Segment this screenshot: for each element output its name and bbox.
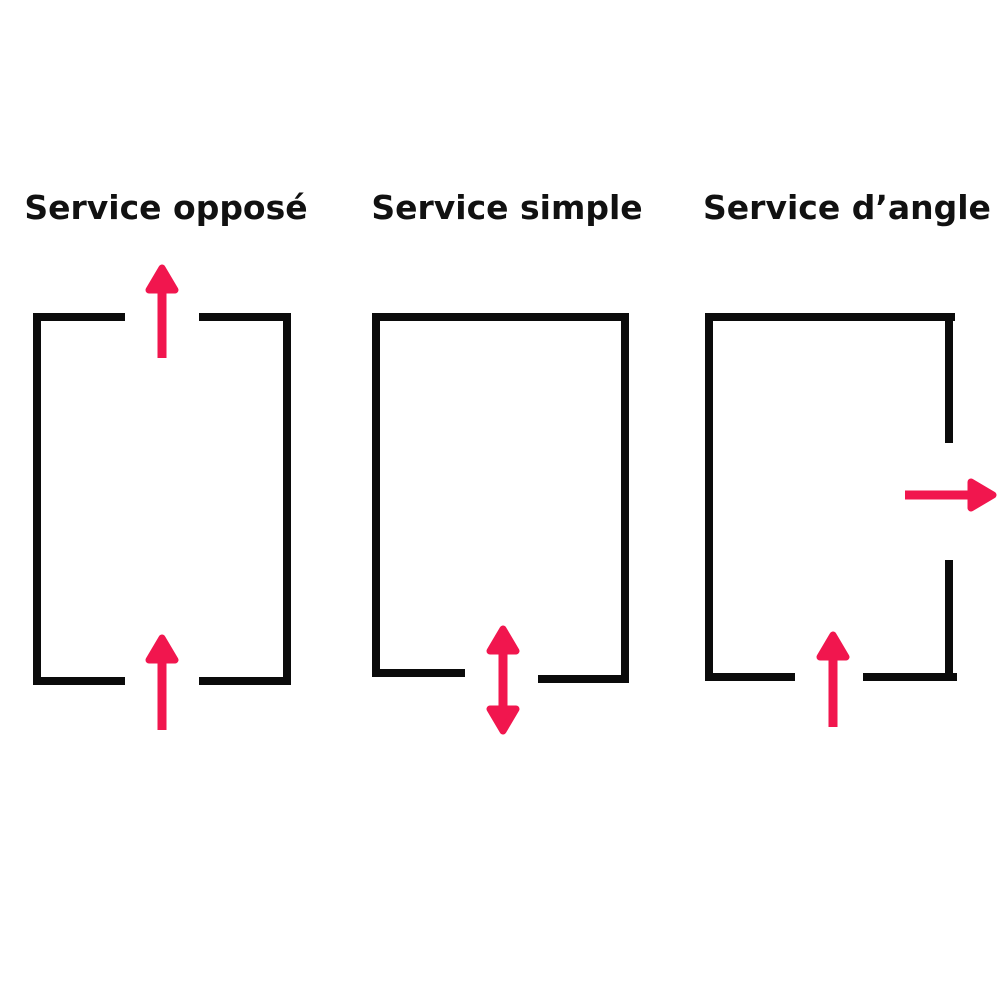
arrow-double-vertical-bottom-gap bbox=[486, 625, 520, 735]
arrow-up-through-bottom-gap bbox=[145, 634, 179, 730]
arrow-up-through-bottom-gap bbox=[816, 631, 850, 727]
arrowhead bbox=[145, 264, 179, 294]
panel-title-service-oppose: Service opposé bbox=[24, 188, 308, 227]
arrowhead bbox=[145, 634, 179, 664]
arrow-up-through-top-gap bbox=[145, 264, 179, 358]
arrowhead bbox=[967, 478, 997, 512]
panel-1-shapes bbox=[33, 264, 291, 730]
panel-3-shapes bbox=[705, 313, 997, 727]
arrowhead bbox=[486, 705, 520, 735]
arrow-right-through-side-gap bbox=[905, 478, 997, 512]
panel-2-shapes bbox=[372, 313, 629, 735]
panel-title-service-dangle: Service d’angle bbox=[703, 188, 991, 227]
arrowhead bbox=[816, 631, 850, 661]
panel-title-service-simple: Service simple bbox=[371, 188, 643, 227]
arrowhead bbox=[486, 625, 520, 655]
